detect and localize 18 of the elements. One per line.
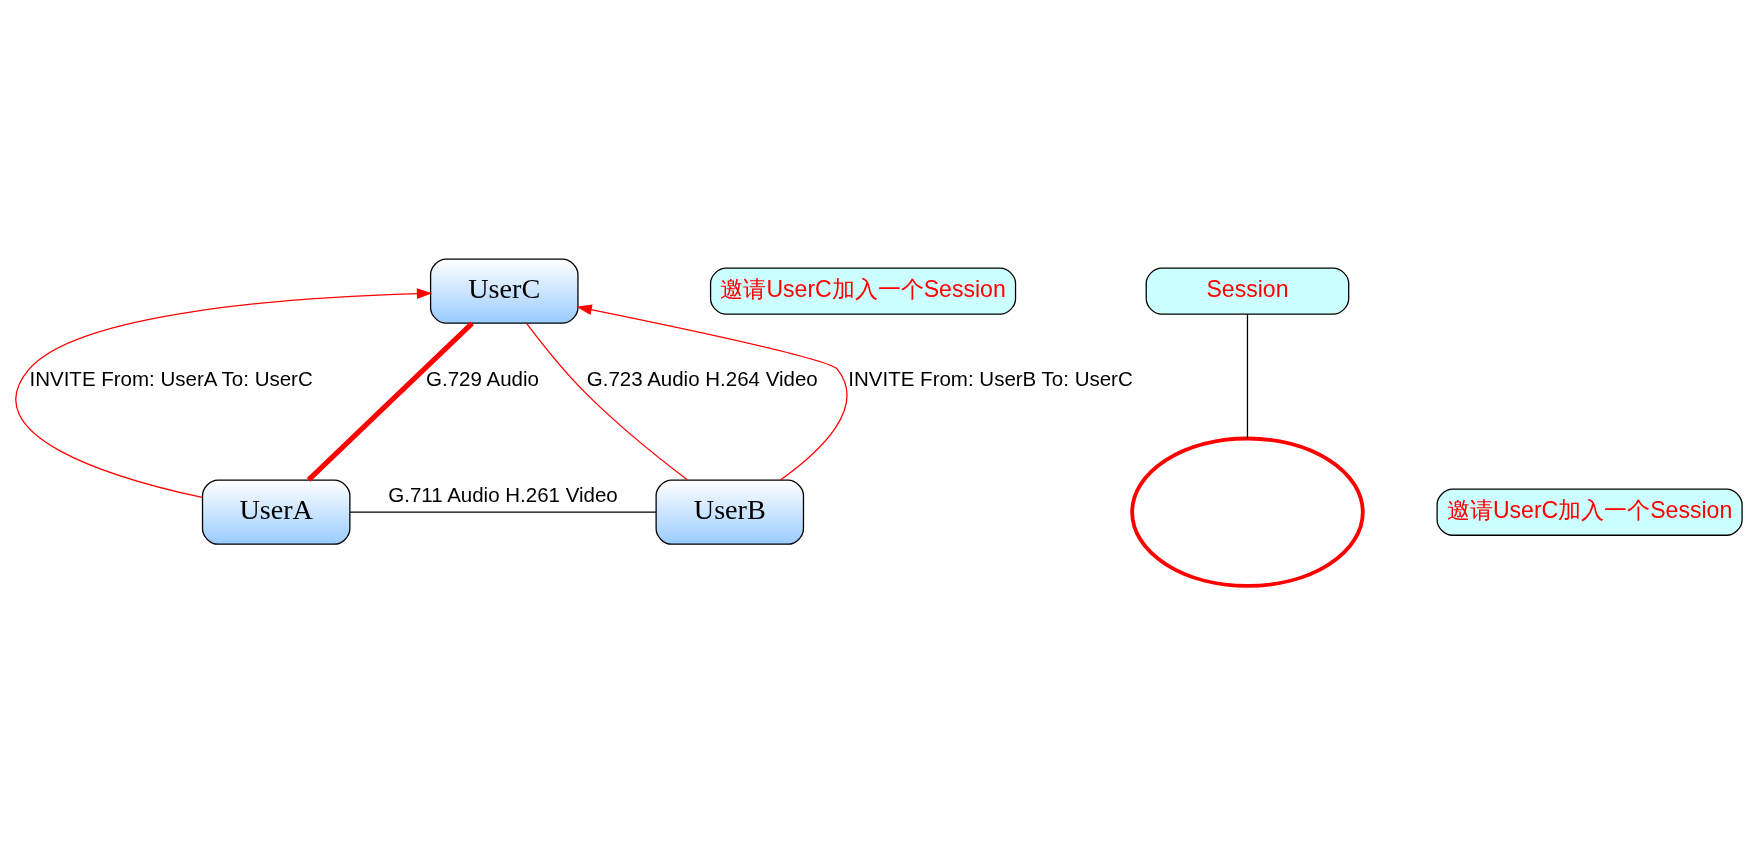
connector: [526, 322, 688, 481]
edge-label: INVITE From: UserA To: UserC: [29, 366, 313, 390]
node-box: UserA: [201, 479, 351, 545]
edge-label: INVITE From: UserB To: UserC: [848, 366, 1133, 390]
edge-label: G.723 Audio H.264 Video: [586, 366, 818, 390]
node-box: UserB: [655, 479, 805, 545]
connector: [349, 511, 657, 513]
connector: [306, 321, 474, 482]
node-box: 邀请UserC加入一个Session: [1436, 488, 1743, 536]
arrow: [15, 288, 433, 499]
node-box: Session: [1145, 267, 1350, 315]
edge-label: G.729 Audio: [426, 366, 539, 390]
arrow: [576, 304, 848, 481]
node-circle: [1130, 436, 1365, 588]
node-box: UserC: [429, 258, 579, 324]
node-box: 邀请UserC加入一个Session: [709, 267, 1017, 315]
edge-label: G.711 Audio H.261 Video: [388, 482, 618, 506]
connector: [1246, 313, 1249, 440]
